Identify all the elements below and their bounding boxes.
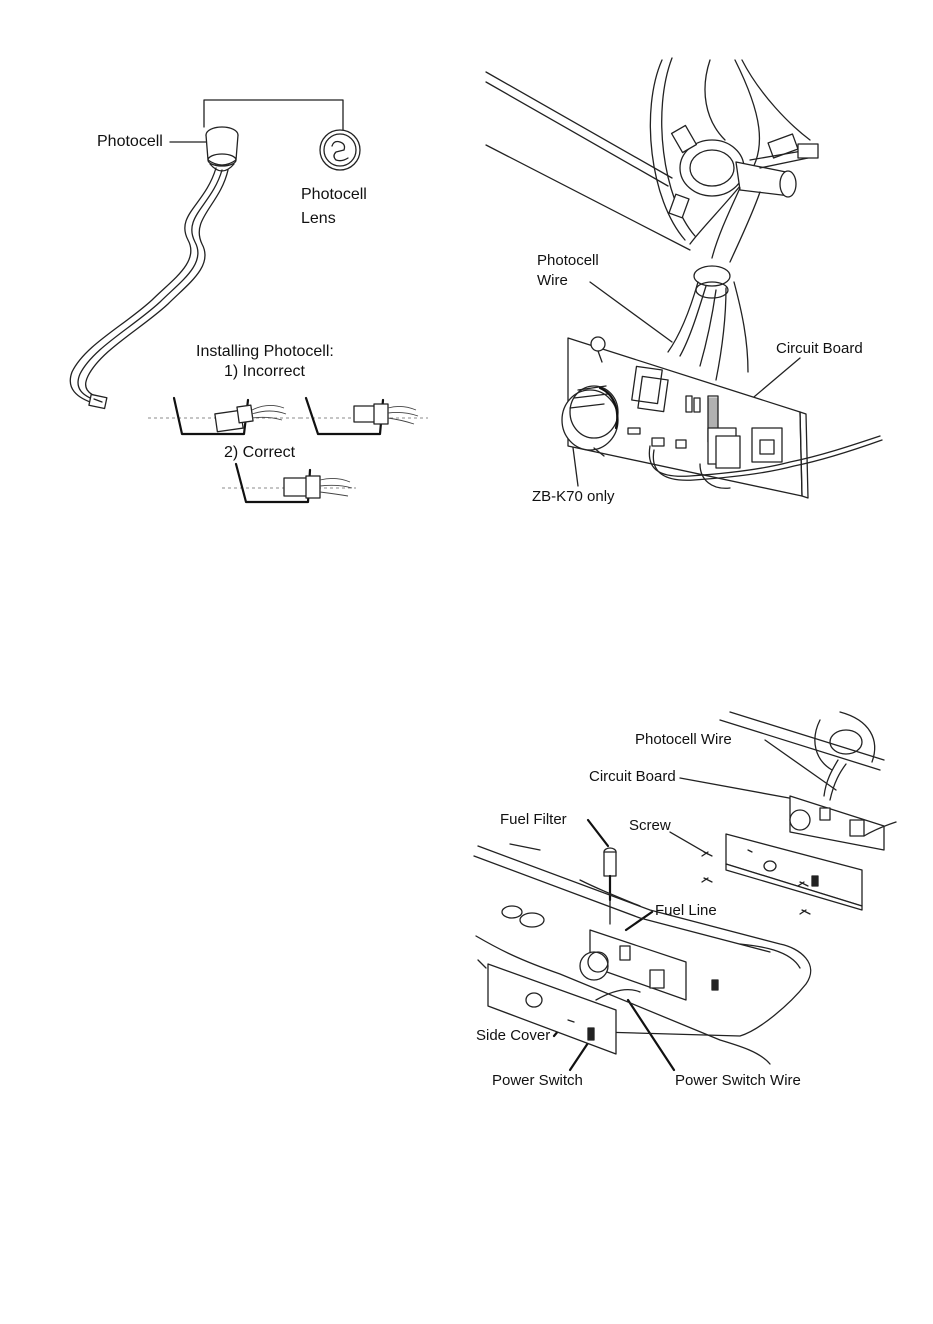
side-panel-removed: [726, 834, 862, 910]
screw-label: Screw: [629, 817, 671, 835]
photocell-wire-label-3: Photocell Wire: [635, 731, 732, 749]
fuel-filter-part: [604, 848, 616, 924]
power-switch-label: Power Switch: [492, 1072, 583, 1090]
power-switch-wire-label: Power Switch Wire: [675, 1072, 801, 1090]
circuit-board-leader-3: [680, 778, 800, 800]
screw-leader: [670, 832, 708, 854]
fuel-filter-label: Fuel Filter: [500, 811, 567, 829]
power-switch-leader: [570, 1040, 590, 1070]
internal-board: [580, 930, 718, 1000]
circuit-board-label-3: Circuit Board: [589, 768, 676, 786]
side-cover-label: Side Cover: [476, 1027, 550, 1045]
fuel-filter-leader: [588, 820, 608, 846]
power-switch-wire-leader: [628, 1000, 674, 1070]
burner-section-lines: [720, 712, 884, 770]
fuel-line-label: Fuel Line: [655, 902, 717, 920]
circuit-board-small: [790, 760, 896, 850]
